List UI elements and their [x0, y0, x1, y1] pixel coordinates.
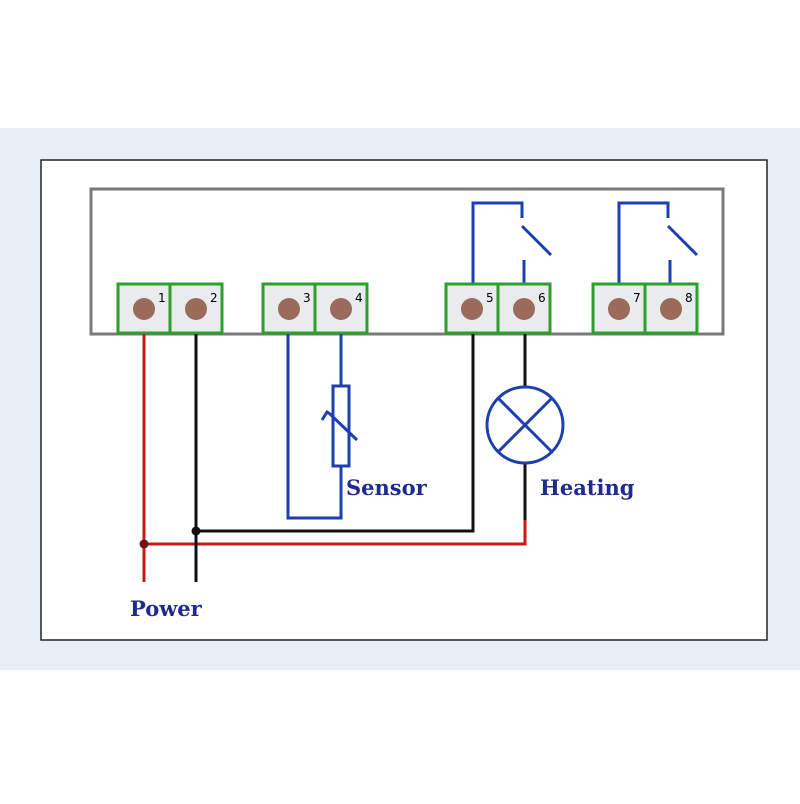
junction-dot	[191, 526, 201, 536]
terminal-4: 4	[313, 282, 369, 335]
terminal-strip: 1 2 3 4 5 6 7 8	[116, 282, 699, 335]
junction-dot	[139, 539, 149, 549]
terminal-8: 8	[643, 282, 699, 335]
terminal-number: 4	[355, 291, 363, 305]
terminal-screw	[513, 298, 535, 320]
neutral-wire	[196, 334, 475, 533]
wires	[142, 334, 527, 582]
sensor-label: Sensor	[346, 475, 428, 500]
terminal-1: 1	[116, 282, 172, 335]
terminal-7: 7	[591, 282, 647, 335]
terminal-screw	[278, 298, 300, 320]
terminal-block	[261, 282, 317, 335]
terminal-number: 3	[303, 291, 311, 305]
power-label: Power	[130, 596, 203, 621]
relay-switch-icon	[471, 201, 553, 284]
sensor-wire	[286, 334, 343, 520]
terminal-screw	[461, 298, 483, 320]
lamp-icon	[485, 385, 565, 465]
terminal-number: 6	[538, 291, 546, 305]
terminal-number: 1	[158, 291, 166, 305]
terminal-screw	[330, 298, 352, 320]
terminal-screw	[133, 298, 155, 320]
terminal-number: 7	[633, 291, 641, 305]
terminal-number: 8	[685, 291, 693, 305]
terminal-2: 2	[168, 282, 224, 335]
terminal-screw	[185, 298, 207, 320]
live-wire	[144, 518, 527, 546]
heating-label: Heating	[540, 475, 635, 500]
terminal-screw	[660, 298, 682, 320]
terminal-3: 3	[261, 282, 317, 335]
terminal-number: 5	[486, 291, 494, 305]
terminal-number: 2	[210, 291, 218, 305]
relay-switch-icon	[617, 201, 699, 284]
terminal-screw	[608, 298, 630, 320]
thermistor-icon	[320, 384, 359, 468]
terminal-6: 6	[496, 282, 552, 335]
terminal-5: 5	[444, 282, 500, 335]
